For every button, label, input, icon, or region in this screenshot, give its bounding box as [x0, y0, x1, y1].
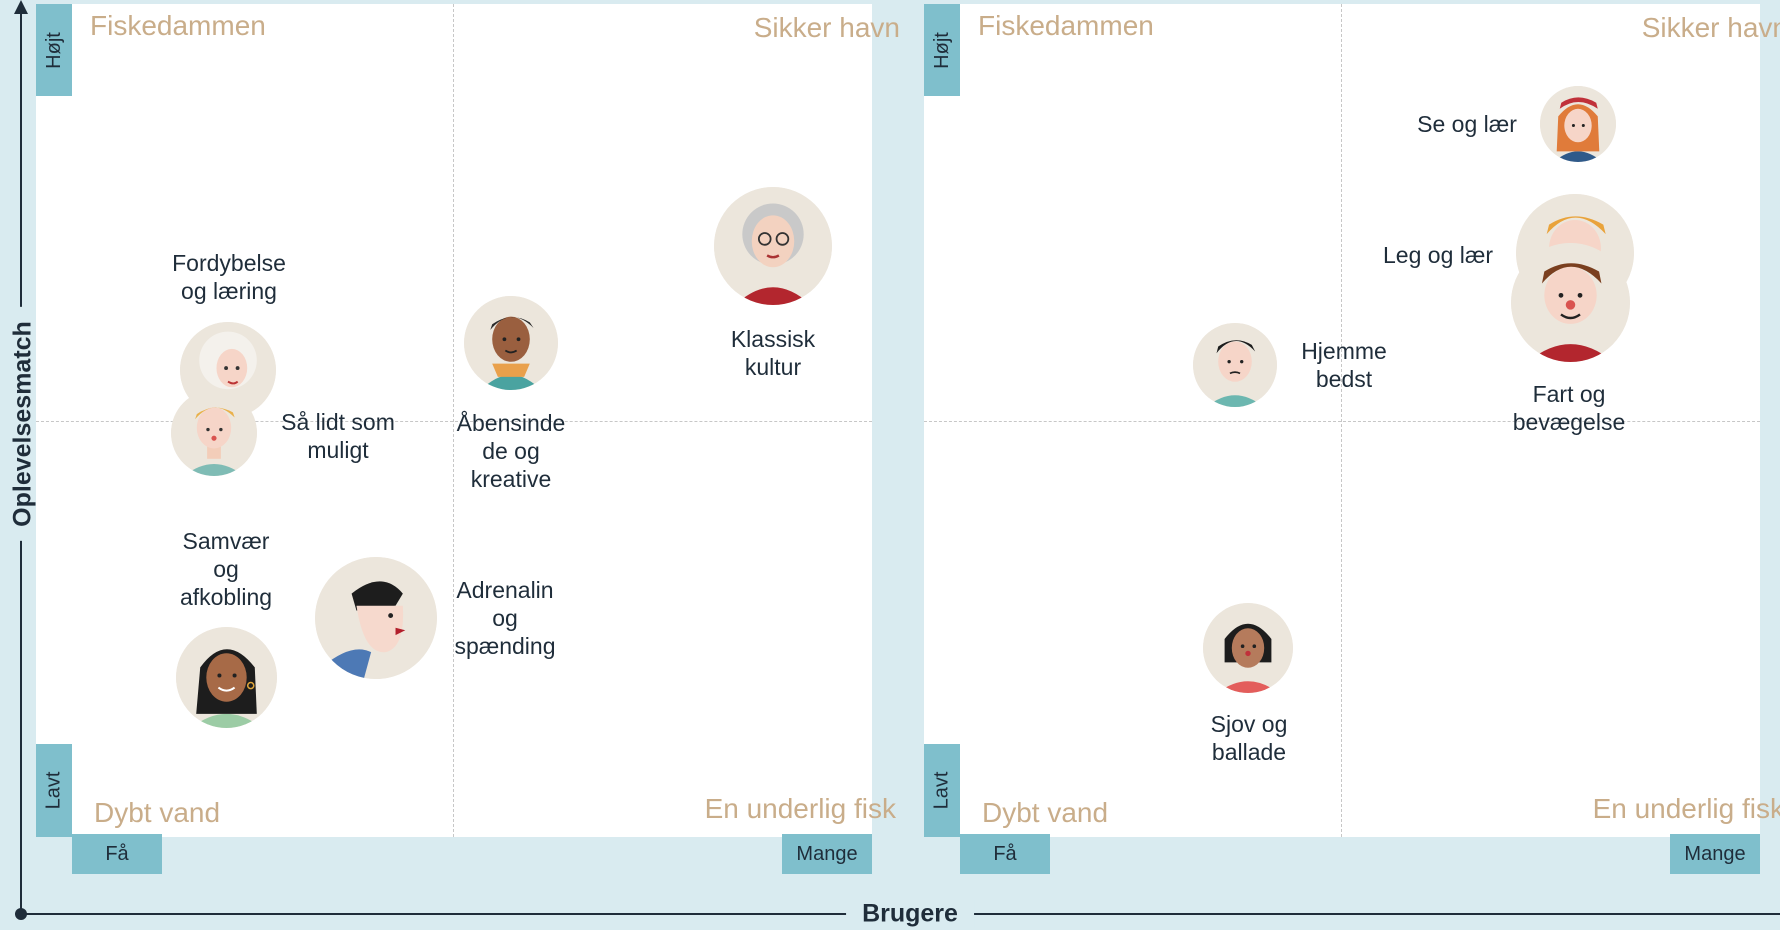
tag-high: Højt — [924, 4, 960, 96]
tag-many: Mange — [782, 834, 872, 874]
tag-few: Få — [72, 834, 162, 874]
avatar-adrenalin — [315, 557, 437, 679]
tag-few: Få — [960, 834, 1050, 874]
quadrant-label-top-right: Sikker havn — [1641, 12, 1780, 43]
avatar-aabensindede — [464, 296, 558, 390]
segment-label-hjemme-bedst: Hjemme bedst — [1301, 338, 1387, 392]
quadrant-label-top-left: Fiskedammen — [90, 10, 266, 41]
segment-label-samvaer: Samvær og afkobling — [179, 528, 273, 610]
tag-many: Mange — [1670, 834, 1760, 874]
tag-low: Lavt — [924, 744, 960, 837]
axis-origin-dot — [15, 908, 27, 920]
quadrant-label-bottom-left: Dybt vand — [982, 797, 1109, 828]
avatar-fart-og-bevaegelse — [1511, 243, 1630, 362]
segment-label-fart-og-bevaegelse: Fart og bevægelse — [1512, 381, 1626, 435]
quadrant-label-bottom-left: Dybt vand — [94, 797, 221, 828]
avatar-hjemme-bedst — [1193, 323, 1277, 407]
y-axis-arrow — [14, 0, 28, 14]
vertical-divider — [453, 4, 454, 837]
x-axis-title: Brugere — [846, 899, 974, 929]
avatar-klassisk-kultur — [714, 187, 832, 305]
segment-label-leg-og-laer: Leg og lær — [1383, 242, 1493, 268]
segment-label-fordybelse: Fordybelse og læring — [172, 250, 286, 304]
tag-low: Lavt — [36, 744, 72, 837]
vertical-divider — [1341, 4, 1342, 837]
quadrant-label-bottom-right: En underlig fisk — [1592, 793, 1780, 824]
horizontal-divider — [924, 421, 1760, 422]
horizontal-divider — [36, 421, 872, 422]
quadrant-label-bottom-right: En underlig fisk — [704, 793, 896, 824]
segment-label-aabensindede: Åbensinde de og kreative — [456, 410, 566, 492]
segment-label-sjov-og-ballade: Sjov og ballade — [1210, 711, 1288, 765]
segment-label-saa-lidt-som-muligt: Så lidt som muligt — [281, 409, 395, 463]
avatar-sjov-og-ballade — [1203, 603, 1293, 693]
avatar-saa-lidt-som-muligt — [171, 390, 257, 476]
avatar-samvaer — [176, 627, 277, 728]
segment-label-se-og-laer: Se og lær — [1417, 111, 1517, 137]
quadrant-label-top-left: Fiskedammen — [978, 10, 1154, 41]
segment-label-adrenalin: Adrenalin og spænding — [454, 577, 556, 659]
quadrant-label-top-right: Sikker havn — [753, 12, 900, 43]
matrix-panel-1: Højt Lavt Få Mange Fiskedammen Sikker ha… — [36, 4, 900, 874]
plot-area — [36, 4, 872, 837]
segment-label-klassisk-kultur: Klassisk kultur — [730, 326, 816, 380]
matrix-panel-2: Højt Lavt Få Mange Fiskedammen Sikker ha… — [888, 0, 1780, 930]
tag-high: Højt — [36, 4, 72, 96]
plot-area — [924, 4, 1760, 837]
avatar-se-og-laer — [1540, 86, 1616, 162]
